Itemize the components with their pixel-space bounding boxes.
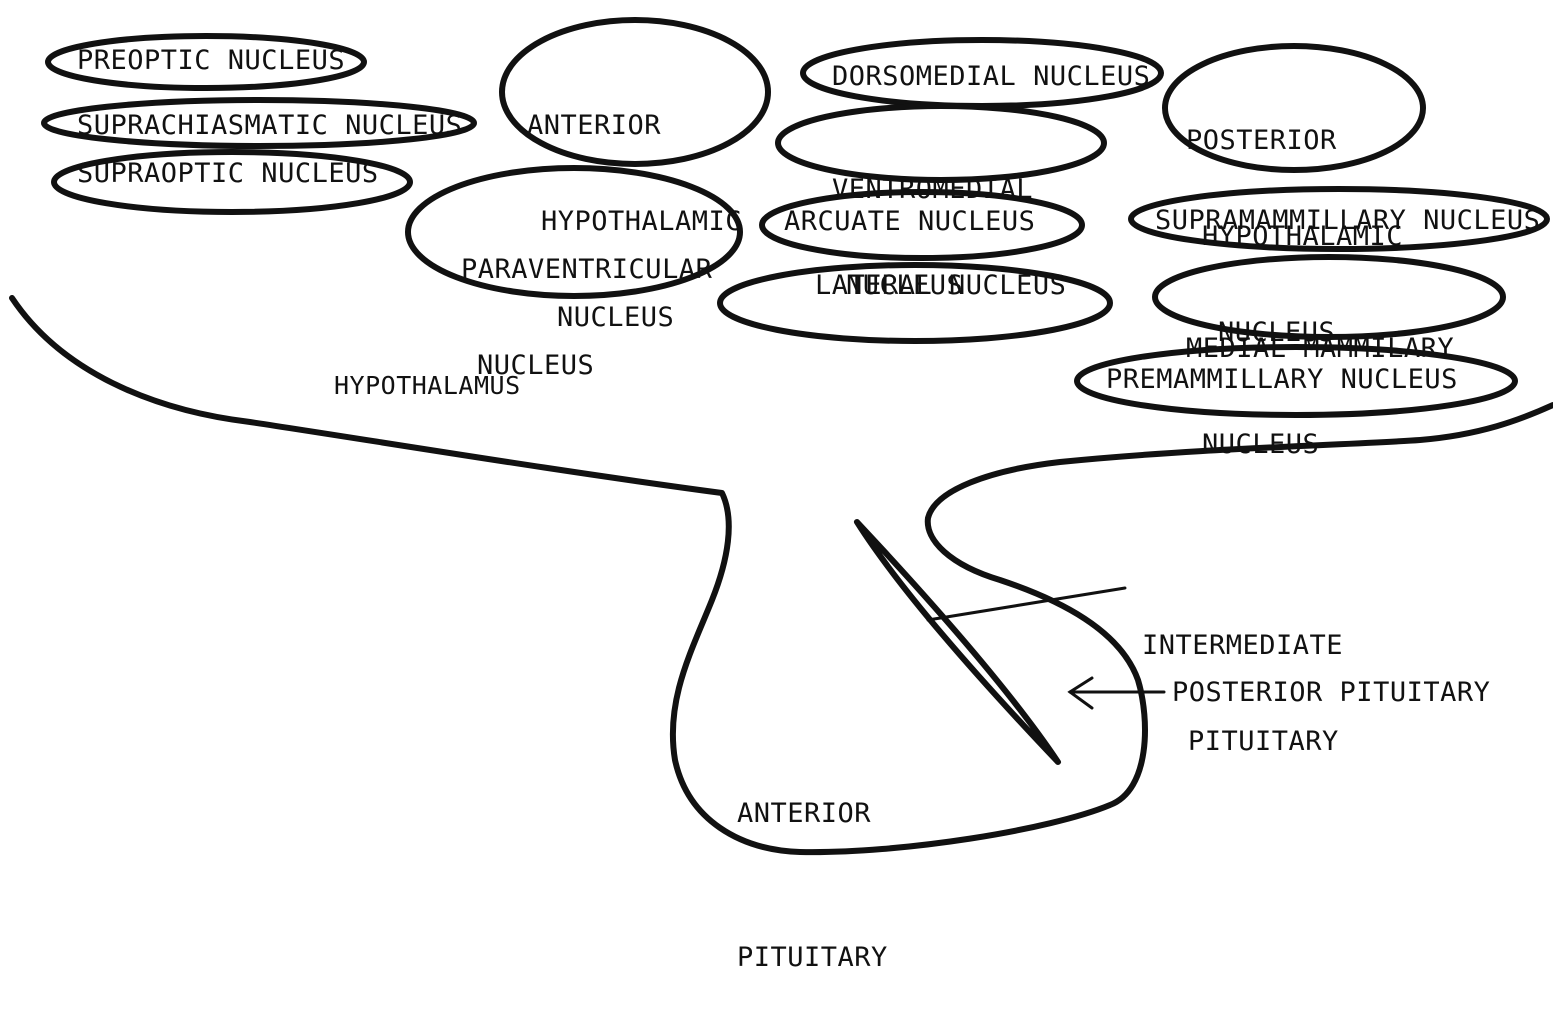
anterior-pituitary-line-1: ANTERIOR bbox=[737, 790, 888, 838]
hypothalamus-label: HYPOTHALAMUS bbox=[334, 370, 521, 402]
medial-mammilary-line-1: MEDIAL MAMMILARY bbox=[1186, 333, 1454, 365]
posterior-hypothalamic-line-1: POSTERIOR bbox=[1186, 125, 1403, 157]
ventromedial-line-1: VENTROMEDIAL bbox=[832, 174, 1033, 206]
anterior-pituitary-label: ANTERIOR PITUITARY bbox=[737, 694, 888, 1030]
paraventricular-line-1: PARAVENTRICULAR bbox=[461, 254, 712, 286]
preoptic-label: PREOPTIC NUCLEUS bbox=[77, 45, 345, 77]
supramammillary-label: SUPRAMAMMILLARY NUCLEUS bbox=[1155, 205, 1540, 237]
anterior-hypothalamic-line-1: ANTERIOR bbox=[527, 110, 742, 142]
dorsomedial-label: DORSOMEDIAL NUCLEUS bbox=[832, 61, 1150, 93]
posterior-pituitary-label: POSTERIOR PITUITARY bbox=[1172, 677, 1490, 709]
intermediate-pituitary-line-1: INTERMEDIATE bbox=[1142, 630, 1343, 662]
supraoptic-label: SUPRAOPTIC NUCLEUS bbox=[77, 158, 379, 190]
arcuate-label: ARCUATE NUCLEUS bbox=[784, 206, 1035, 238]
lateral-label: LATERAL NUCLEUS bbox=[815, 270, 1066, 302]
medial-mammilary-line-2: NUCLEUS bbox=[1202, 429, 1454, 461]
suprachiasmatic-label: SUPRACHIASMATIC NUCLEUS bbox=[77, 110, 462, 142]
hypothalamus-pituitary-diagram: PREOPTIC NUCLEUS SUPRACHIASMATIC NUCLEUS… bbox=[0, 0, 1553, 859]
premammillary-label: PREMAMMILLARY NUCLEUS bbox=[1106, 364, 1458, 396]
anterior-pituitary-line-2: PITUITARY bbox=[737, 934, 888, 982]
intermediate-pituitary-line-2: PITUITARY bbox=[1188, 726, 1343, 758]
